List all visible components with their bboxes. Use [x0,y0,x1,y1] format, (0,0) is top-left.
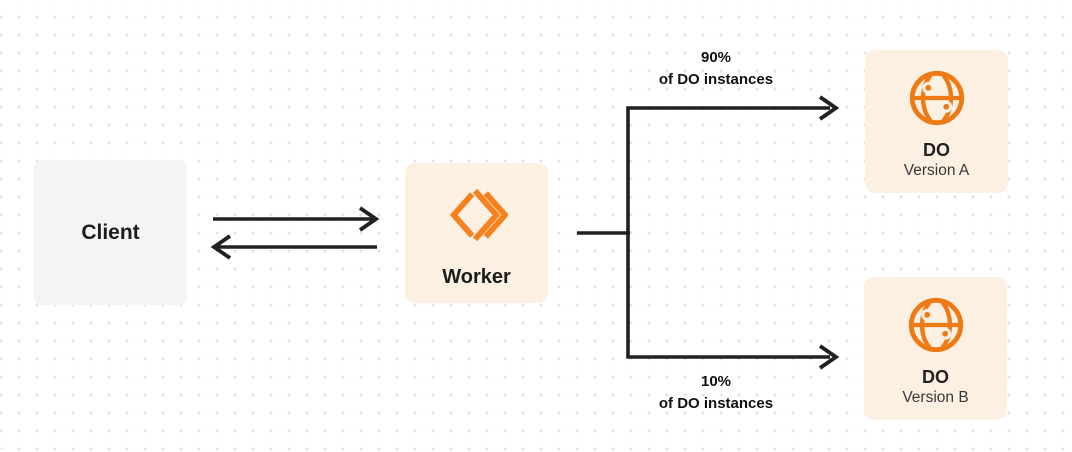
edge-label-caption: of DO instances [658,395,774,412]
edge-label-percent: 90% [700,49,732,66]
arrowhead-do-b-icon [818,344,840,370]
globe-icon [905,294,967,356]
do-a-version-label: Version A [903,161,970,179]
arrowhead-left-icon [210,234,232,260]
worker-label: Worker [442,265,511,288]
edge-label-percent: 10% [700,373,732,390]
node-client: Client [34,160,187,305]
globe-icon [906,67,968,129]
edge-label-caption: of DO instances [658,71,774,88]
workers-logo-icon [446,184,508,246]
arrowhead-do-a-icon [818,95,840,121]
do-a-label: DO [923,139,950,160]
do-b-version-label: Version B [902,388,969,406]
do-b-label: DO [922,366,949,387]
node-worker: Worker [405,163,548,303]
node-do-version-a: DO Version A [865,50,1008,193]
arrowhead-right-icon [358,206,380,232]
client-label: Client [81,220,140,244]
edge-label-90-percent: 90% of DO instances [616,47,816,91]
node-do-version-b: DO Version B [864,277,1007,420]
edge-label-10-percent: 10% of DO instances [616,371,816,415]
fork-branches [626,106,830,359]
